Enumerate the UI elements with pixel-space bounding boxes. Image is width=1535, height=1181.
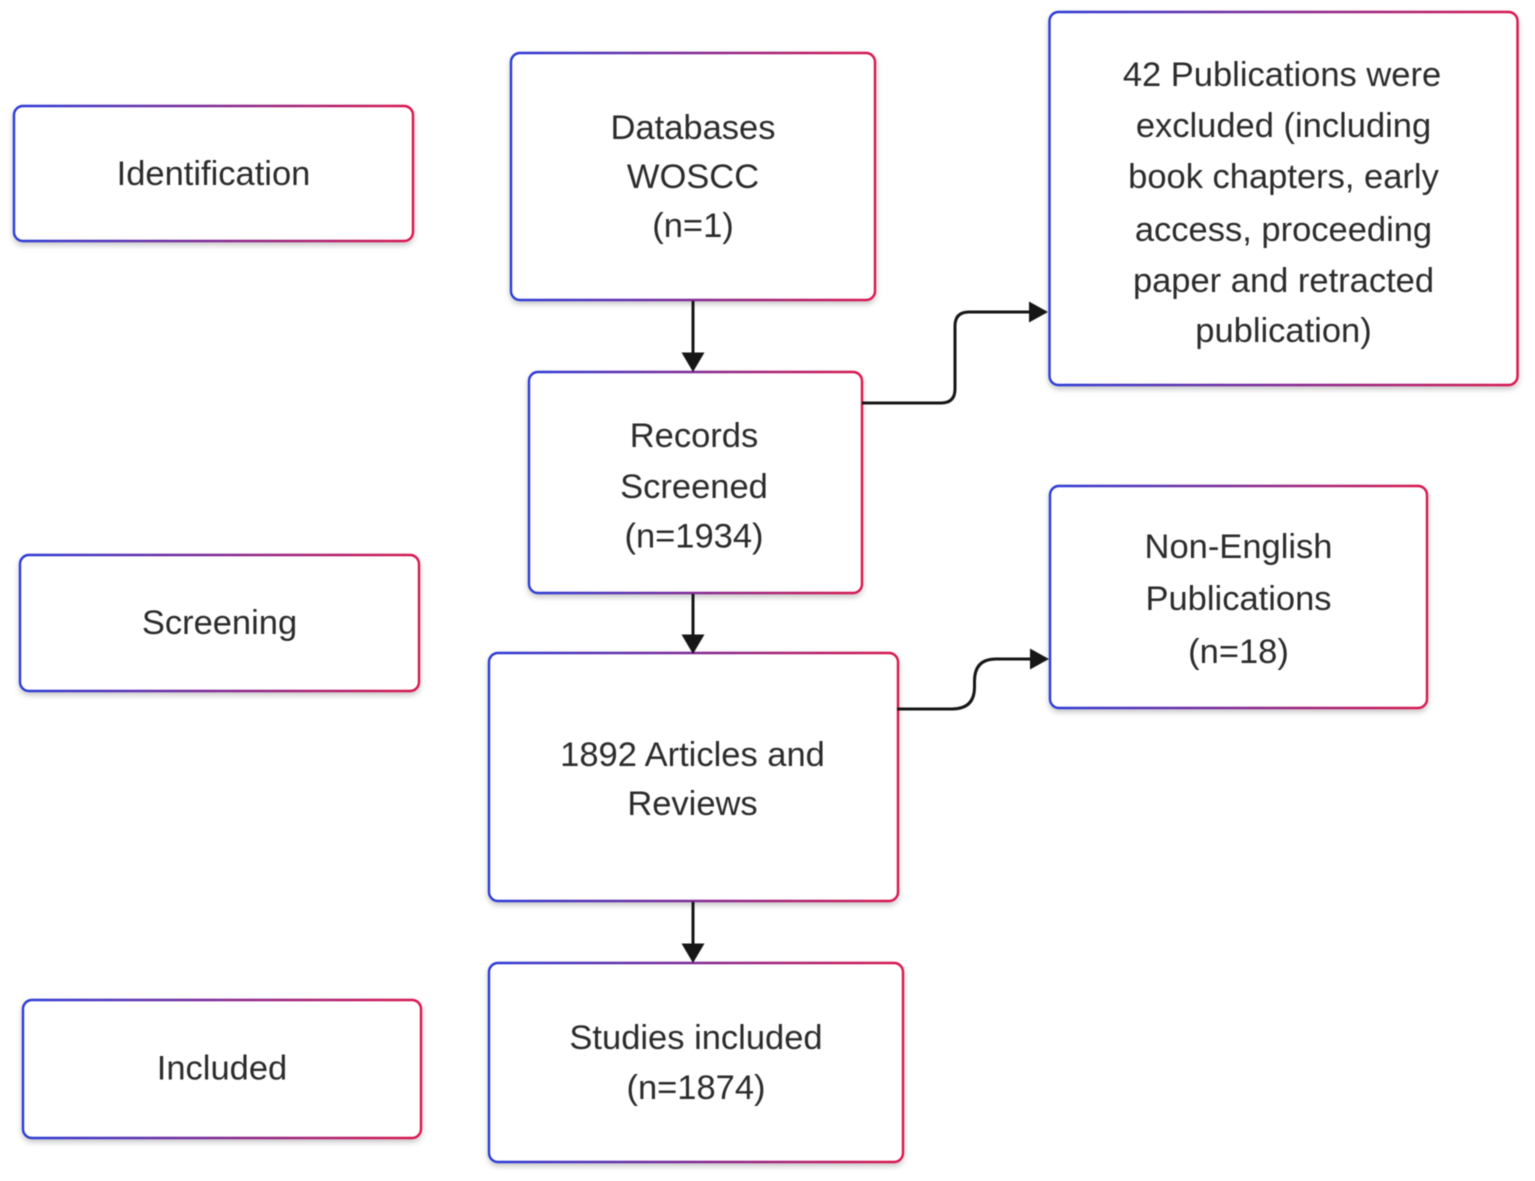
svg-text:Databases: Databases [611,109,776,147]
svg-text:(n=1): (n=1) [652,207,734,245]
svg-text:publication): publication) [1195,312,1371,350]
svg-text:(n=18): (n=18) [1188,633,1289,671]
svg-text:Publications: Publications [1145,580,1331,618]
svg-text:(n=1874): (n=1874) [626,1069,765,1107]
svg-text:1892 Articles and: 1892 Articles and [560,736,825,774]
svg-text:Identification: Identification [117,155,311,193]
svg-text:Non-English: Non-English [1145,528,1333,566]
svg-text:paper and retracted: paper and retracted [1133,262,1434,300]
svg-text:access, proceeding: access, proceeding [1135,211,1432,249]
svg-text:(n=1934): (n=1934) [624,518,763,556]
svg-text:excluded (including: excluded (including [1136,107,1431,145]
svg-text:42 Publications were: 42 Publications were [1123,56,1441,94]
svg-text:Included: Included [157,1050,287,1088]
svg-text:Screening: Screening [142,604,297,642]
svg-text:book chapters, early: book chapters, early [1128,158,1439,196]
svg-text:WOSCC: WOSCC [627,158,759,196]
svg-text:Screened: Screened [620,468,768,506]
svg-text:Records: Records [630,417,758,455]
svg-text:Studies included: Studies included [569,1019,822,1057]
svg-text:Reviews: Reviews [627,785,757,823]
